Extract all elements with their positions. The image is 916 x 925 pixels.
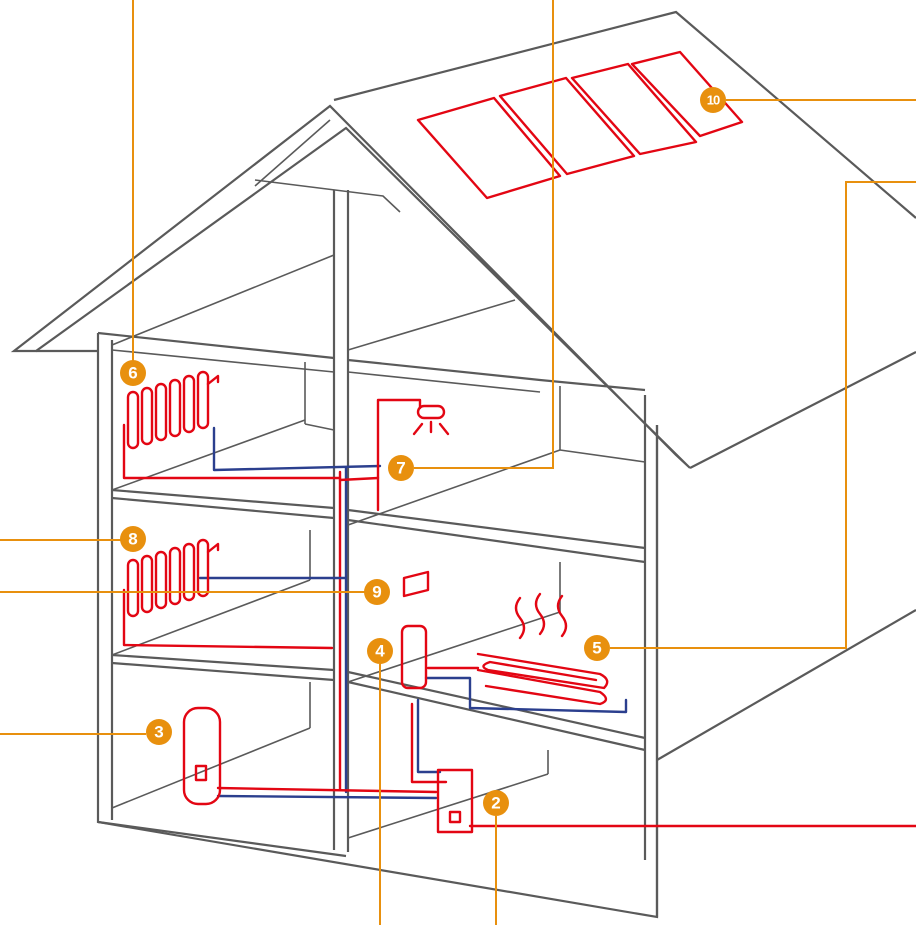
- callout-7: 7: [388, 455, 414, 481]
- callout-7-label: 7: [396, 459, 405, 478]
- callout-9-label: 9: [372, 583, 381, 602]
- callout-4: 4: [367, 638, 393, 664]
- callout-5-label: 5: [592, 639, 601, 658]
- devices: [128, 372, 607, 832]
- callout-2: 2: [483, 790, 509, 816]
- callout-2-label: 2: [491, 794, 500, 813]
- callout-10-label: 10: [707, 93, 720, 108]
- callout-6-label: 6: [128, 364, 137, 383]
- callout-3-label: 3: [154, 723, 163, 742]
- callout-4-label: 4: [375, 642, 385, 661]
- callout-10: 10: [700, 87, 726, 113]
- heat-generator: [438, 770, 472, 832]
- callout-6: 6: [120, 360, 146, 386]
- room-thermostat: [404, 572, 428, 596]
- hot-water-cylinder: [184, 708, 220, 804]
- callout-8: 8: [120, 526, 146, 552]
- callout-3: 3: [146, 719, 172, 745]
- callout-8-label: 8: [128, 530, 137, 549]
- solar-collectors: [418, 52, 742, 198]
- callout-9: 9: [364, 579, 390, 605]
- house-outline: [14, 12, 916, 917]
- callout-5: 5: [584, 635, 610, 661]
- radiator-upper: [128, 372, 218, 448]
- shower-head: [414, 406, 448, 434]
